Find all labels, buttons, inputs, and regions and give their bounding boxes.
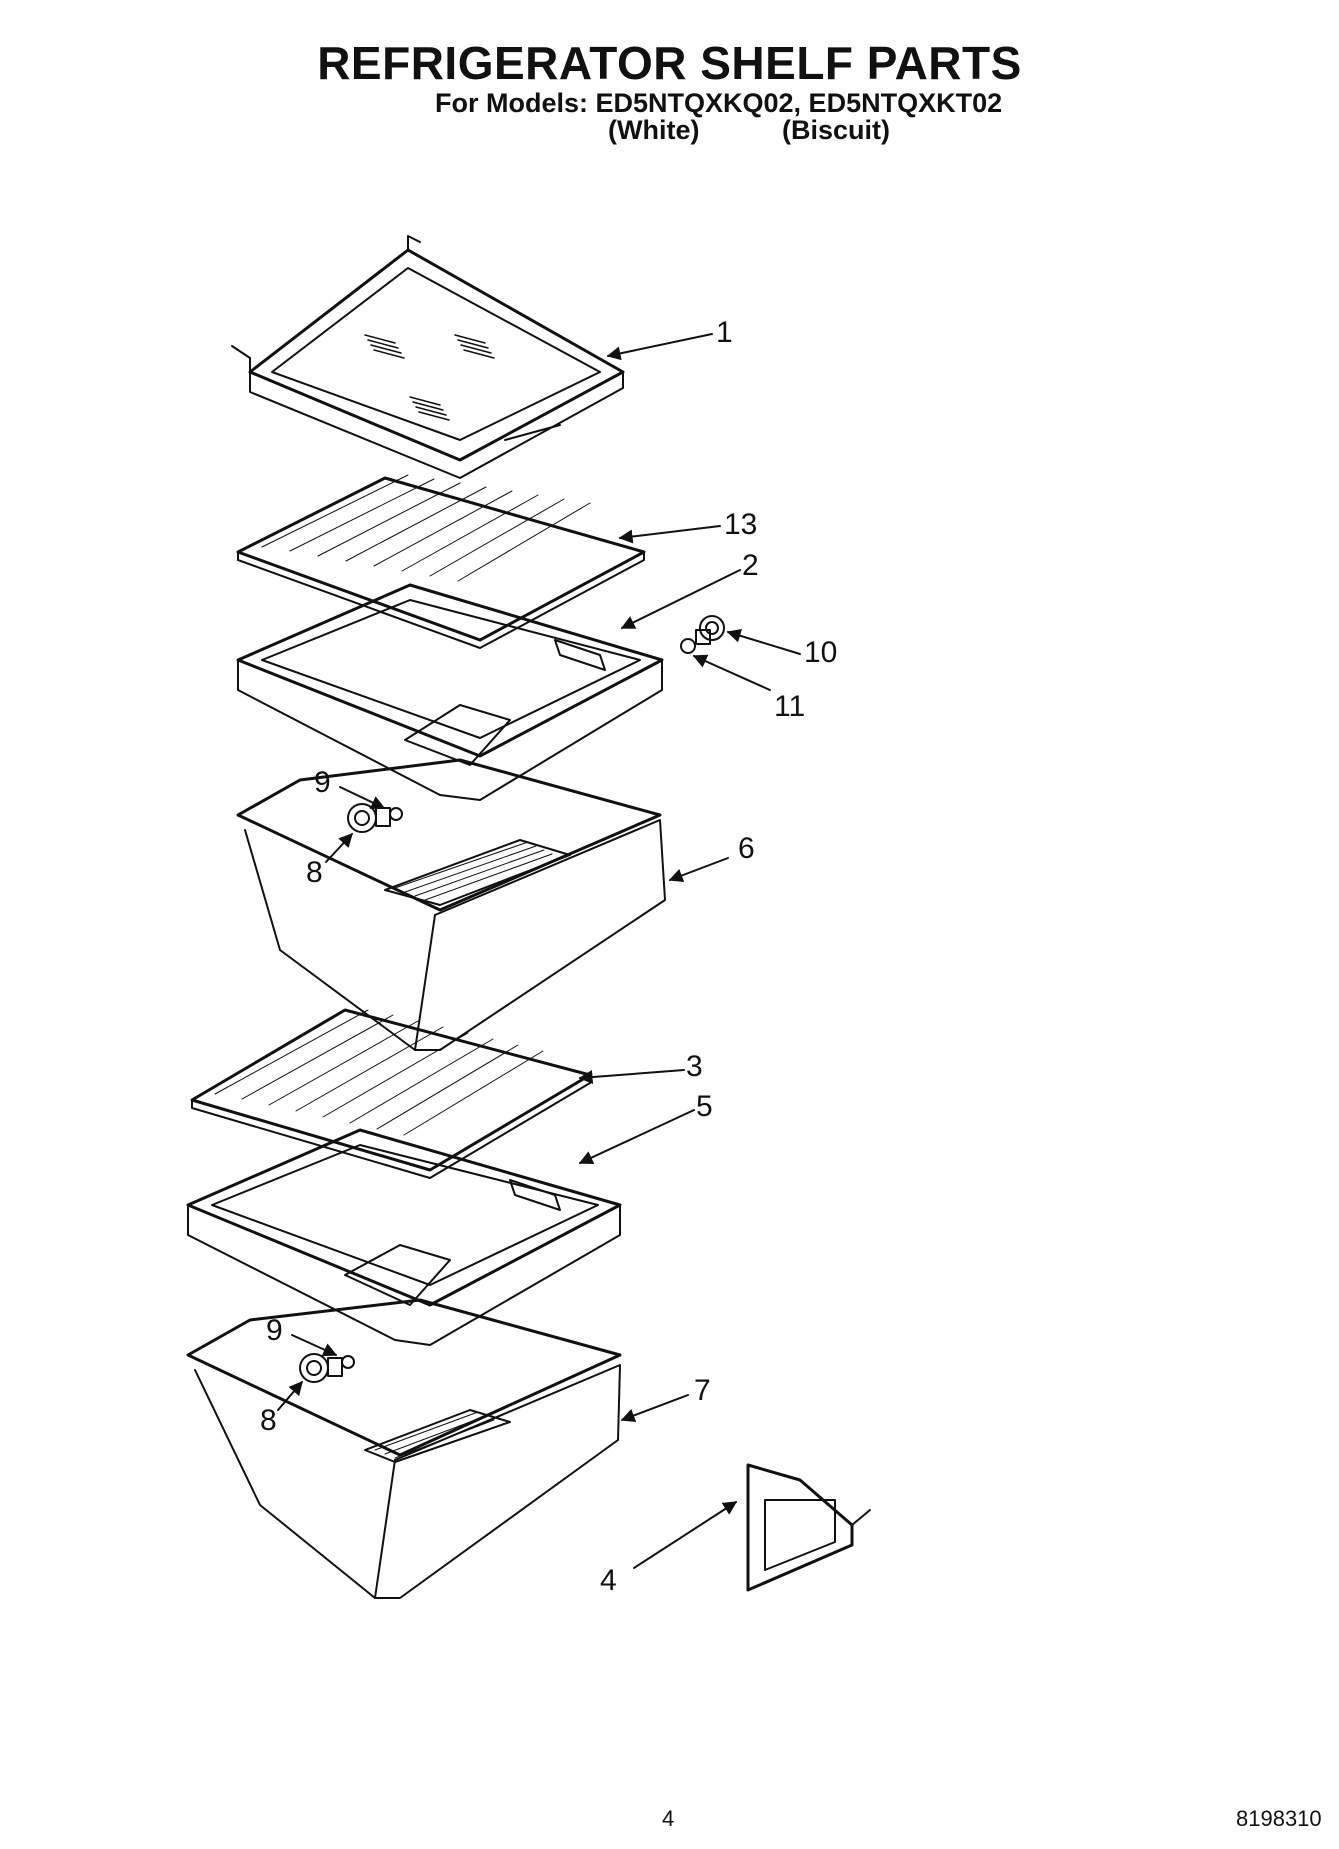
part-8-9-lower-knob-assembly [299,1353,355,1383]
part-7-crisper-drawer [186,1298,622,1599]
part-4-bracket [746,1463,871,1592]
callout-8-upper: 8 [306,856,323,889]
callout-3: 3 [686,1050,703,1083]
leader-lines [277,333,801,1569]
variant-biscuit-label: (Biscuit) [782,115,890,145]
callout-10: 10 [804,636,837,669]
part-6-crisper-drawer [236,758,666,1051]
callout-4: 4 [600,1564,617,1597]
variant-white-label: (White) [608,115,700,145]
callout-1: 1 [716,316,733,349]
callout-2: 2 [742,549,759,582]
document-number: 8198310 [1236,1806,1322,1831]
part-10-11-knob-assembly [680,615,725,654]
callout-5: 5 [696,1090,713,1123]
page-number: 4 [662,1806,675,1831]
callout-9-lower: 9 [266,1314,283,1347]
callout-13: 13 [724,508,757,541]
part-5-crisper-cover-frame [186,1128,622,1346]
callout-7: 7 [694,1374,711,1407]
part-2-crisper-cover-frame [236,583,664,801]
callout-8-lower: 8 [260,1404,277,1437]
part-13-shelf-insert [236,474,646,649]
callout-9-upper: 9 [314,766,331,799]
callout-11: 11 [774,690,805,723]
callout-6: 6 [738,832,755,865]
page-title: REFRIGERATOR SHELF PARTS [317,37,1022,89]
models-line: For Models: ED5NTQXKQ02, ED5NTQXKT02 [435,88,1003,118]
part-1-glass-shelf [231,235,625,479]
part-8-9-upper-knob-assembly [347,803,403,833]
